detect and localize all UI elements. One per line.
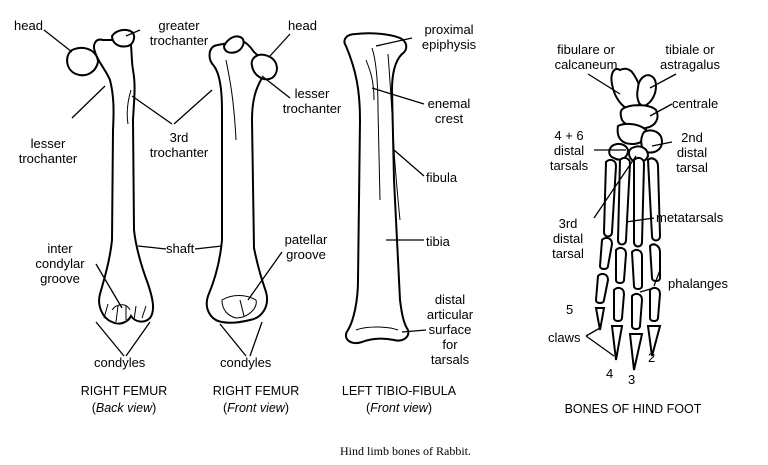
label-digit-3: 3 xyxy=(628,372,636,387)
subtitle-femur-back: (Back view) xyxy=(64,401,184,416)
subtitle-femur-front: (Front view) xyxy=(196,401,316,416)
label-femur-front-lesser-trochanter-line-2: trochanter xyxy=(282,101,342,116)
label-second-distal-tarsal-line-2: distal xyxy=(676,145,708,160)
label-tibiale-astragalus: tibiale or astragalus xyxy=(650,42,730,72)
label-tibiale-line-2: astragalus xyxy=(660,57,720,72)
label-greater-trochanter: greater trochanter xyxy=(144,18,214,48)
label-distal-tarsals-46-line-1: 4 + 6 xyxy=(554,128,584,143)
title-hind-foot: BONES OF HIND FOOT xyxy=(564,402,702,416)
label-fibulare-line-1: fibulare or xyxy=(557,42,615,57)
label-third-distal-tarsal: 3rd distal tarsal xyxy=(546,216,590,261)
label-distal-surface-line-5: tarsals xyxy=(430,352,470,367)
label-distal-tarsals-4-6: 4 + 6 distal tarsals xyxy=(542,128,596,173)
label-distal-articular-surface: distal articular surface for tarsals xyxy=(422,292,478,367)
femur-front-bone xyxy=(205,35,278,324)
paren-open: ( xyxy=(223,401,228,415)
label-second-distal-tarsal-line-3: tarsal xyxy=(676,160,708,175)
label-digit-2: 2 xyxy=(648,350,656,365)
label-enemal-crest: enemal crest xyxy=(420,96,478,126)
label-femur-back-condyles: condyles xyxy=(94,355,146,370)
label-third-trochanter-line-2: trochanter xyxy=(149,145,209,160)
subtitle-tibio-fibula: (Front view) xyxy=(326,401,472,416)
label-third-distal-tarsal-line-1: 3rd xyxy=(558,216,578,231)
label-tibia: tibia xyxy=(426,234,450,249)
label-intercondylar-groove-line-1: inter xyxy=(47,241,73,256)
label-femur-front-head: head xyxy=(288,18,317,33)
label-distal-surface-line-1: distal xyxy=(434,292,466,307)
label-distal-surface-line-3: surface xyxy=(428,322,472,337)
paren-open: ( xyxy=(91,401,96,415)
label-digit-4: 4 xyxy=(606,366,614,381)
label-centrale: centrale xyxy=(672,96,719,111)
view-tibio-fibula: Front view xyxy=(370,401,428,415)
label-greater-trochanter-line-1: greater xyxy=(158,18,200,33)
label-femur-back-lesser-trochanter-line-1: lesser xyxy=(30,136,66,151)
label-proximal-epiphysis-line-2: epiphysis xyxy=(421,37,477,52)
label-distal-surface-line-2: articular xyxy=(426,307,474,322)
label-fibula: fibula xyxy=(426,170,458,185)
label-fibulare-calcaneum: fibulare or calcaneum xyxy=(546,42,626,72)
label-enemal-crest-line-1: enemal xyxy=(427,96,471,111)
label-third-distal-tarsal-line-2: distal xyxy=(552,231,584,246)
title-femur-back: RIGHT FEMUR xyxy=(80,384,168,398)
title-tibio-fibula: LEFT TIBIO-FIBULA xyxy=(341,384,457,398)
label-patellar-groove: patellar groove xyxy=(274,232,338,262)
label-femur-back-head: head xyxy=(14,18,43,33)
view-femur-back: Back view xyxy=(95,401,153,415)
label-femur-front-lesser-trochanter-line-1: lesser xyxy=(294,86,330,101)
label-femur-back-lesser-trochanter-line-2: trochanter xyxy=(18,151,78,166)
label-distal-tarsals-46-line-3: tarsals xyxy=(549,158,589,173)
label-digit-5: 5 xyxy=(566,302,574,317)
title-femur-front: RIGHT FEMUR xyxy=(212,384,300,398)
label-proximal-epiphysis-line-1: proximal xyxy=(424,22,474,37)
paren-close: ) xyxy=(152,401,157,415)
paren-close: ) xyxy=(427,401,432,415)
label-patellar-groove-line-2: groove xyxy=(286,247,326,262)
label-femur-back-lesser-trochanter: lesser trochanter xyxy=(16,136,80,166)
femur-back-bone xyxy=(66,28,155,325)
label-third-trochanter: 3rd trochanter xyxy=(146,130,212,160)
label-fibulare-line-2: calcaneum xyxy=(554,57,618,72)
label-patellar-groove-line-1: patellar xyxy=(284,232,328,247)
tibio-fibula-bone xyxy=(343,32,410,344)
figure-caption: Hind limb bones of Rabbit. xyxy=(340,444,471,458)
label-third-distal-tarsal-line-3: tarsal xyxy=(552,246,584,261)
label-metatarsals: metatarsals xyxy=(656,210,724,225)
label-shaft: shaft xyxy=(166,241,195,256)
hind-foot-bones xyxy=(594,67,664,371)
label-third-trochanter-line-1: 3rd xyxy=(169,130,189,145)
label-intercondylar-groove: inter condylar groove xyxy=(24,241,96,286)
leader-lines xyxy=(43,29,677,357)
label-enemal-crest-line-2: crest xyxy=(434,111,464,126)
label-femur-front-lesser-trochanter: lesser trochanter xyxy=(276,86,348,116)
label-tibiale-line-1: tibiale or xyxy=(665,42,715,57)
label-femur-front-condyles: condyles xyxy=(220,355,272,370)
view-femur-front: Front view xyxy=(227,401,285,415)
label-intercondylar-groove-line-2: condylar xyxy=(35,256,85,271)
label-second-distal-tarsal: 2nd distal tarsal xyxy=(670,130,714,175)
label-greater-trochanter-line-2: trochanter xyxy=(149,33,209,48)
paren-open: ( xyxy=(366,401,371,415)
label-second-distal-tarsal-line-1: 2nd xyxy=(681,130,703,145)
label-intercondylar-groove-line-3: groove xyxy=(40,271,80,286)
label-phalanges: phalanges xyxy=(668,276,728,291)
label-distal-tarsals-46-line-2: distal xyxy=(553,143,585,158)
label-distal-surface-line-4: for xyxy=(442,337,458,352)
label-proximal-epiphysis: proximal epiphysis xyxy=(412,22,486,52)
label-claws: claws xyxy=(548,330,581,345)
paren-close: ) xyxy=(284,401,289,415)
